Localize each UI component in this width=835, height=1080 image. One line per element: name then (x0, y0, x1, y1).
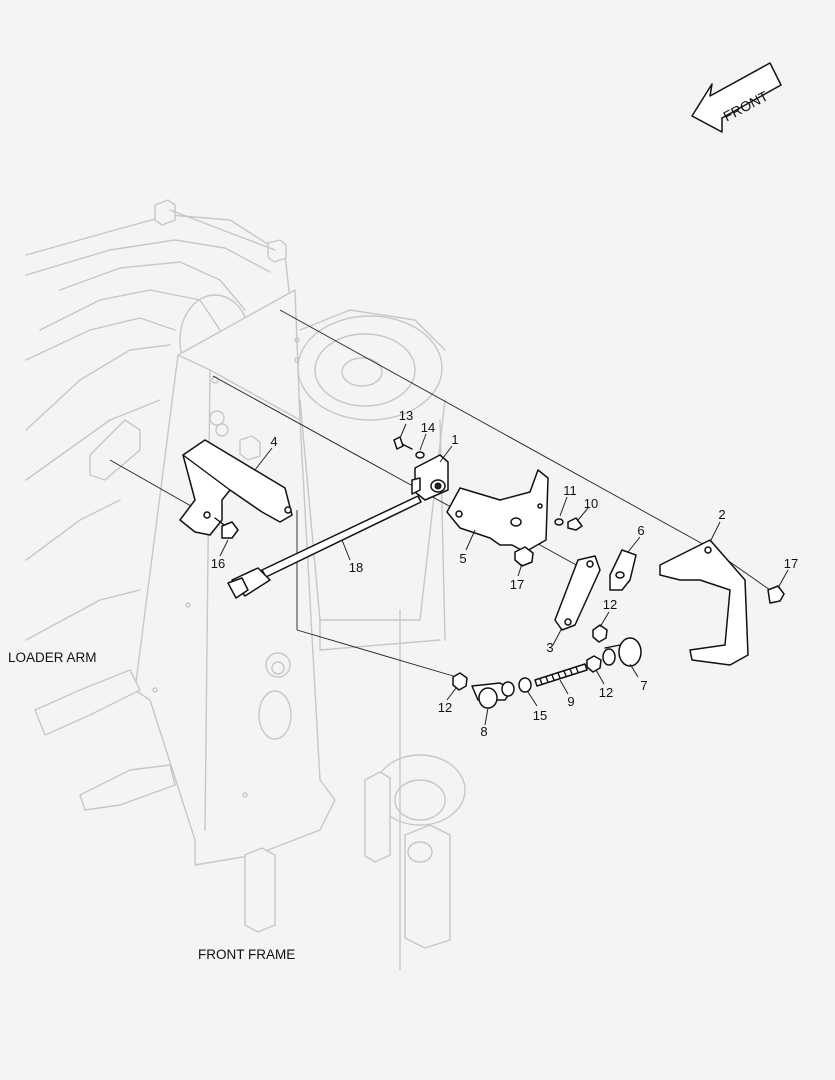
callout-17-a: 17 (510, 577, 524, 592)
part-10-screw (567, 517, 583, 531)
part-9-threaded-rod (534, 663, 588, 687)
callout-14: 14 (421, 420, 435, 435)
part-1-sensor (411, 454, 449, 501)
callout-3: 3 (546, 640, 553, 655)
ghost-structure (25, 199, 466, 971)
parts (179, 436, 785, 709)
callout-12-c: 12 (599, 685, 613, 700)
part-16-bolt (214, 517, 239, 539)
callout-11: 11 (563, 483, 577, 498)
part-14-washer (415, 451, 425, 459)
callout-2: 2 (718, 507, 725, 522)
loader-arm-label: LOADER ARM (8, 650, 97, 665)
part-12-nut-b (452, 672, 468, 691)
callouts: 1 2 3 4 5 6 7 8 9 10 11 12 12 12 13 14 1… (211, 408, 798, 739)
leader-lines (219, 423, 789, 726)
callout-18: 18 (349, 560, 363, 575)
part-8-ball-joint (471, 681, 515, 709)
part-12-nut-c (586, 655, 602, 673)
callout-8: 8 (480, 724, 487, 739)
part-2-bracket (659, 539, 749, 666)
callout-12-b: 12 (438, 700, 452, 715)
part-7-ball-joint (602, 637, 642, 667)
part-4-bracket (179, 439, 293, 536)
part-6-clip (609, 549, 637, 591)
front-frame-label: FRONT FRAME (198, 947, 295, 962)
callout-13: 13 (399, 408, 413, 423)
part-13-screw (393, 436, 413, 450)
callout-12-a: 12 (603, 597, 617, 612)
part-17-bolt-b (767, 585, 785, 604)
callout-1: 1 (451, 432, 458, 447)
part-3-link (554, 555, 601, 631)
callout-9: 9 (567, 694, 574, 709)
part-15-nut (518, 677, 532, 693)
front-direction-arrow: FRONT (691, 62, 782, 133)
callout-5: 5 (459, 551, 466, 566)
callout-17-b: 17 (784, 556, 798, 571)
part-18-rod (227, 495, 422, 599)
callout-15: 15 (533, 708, 547, 723)
callout-6: 6 (637, 523, 644, 538)
part-5-plate (446, 469, 549, 553)
part-17-bolt-a (514, 546, 534, 567)
part-12-nut-a (592, 624, 608, 643)
part-11-washer (554, 518, 564, 526)
callout-4: 4 (270, 434, 277, 449)
callout-16: 16 (211, 556, 225, 571)
callout-10: 10 (584, 496, 598, 511)
callout-7: 7 (640, 678, 647, 693)
